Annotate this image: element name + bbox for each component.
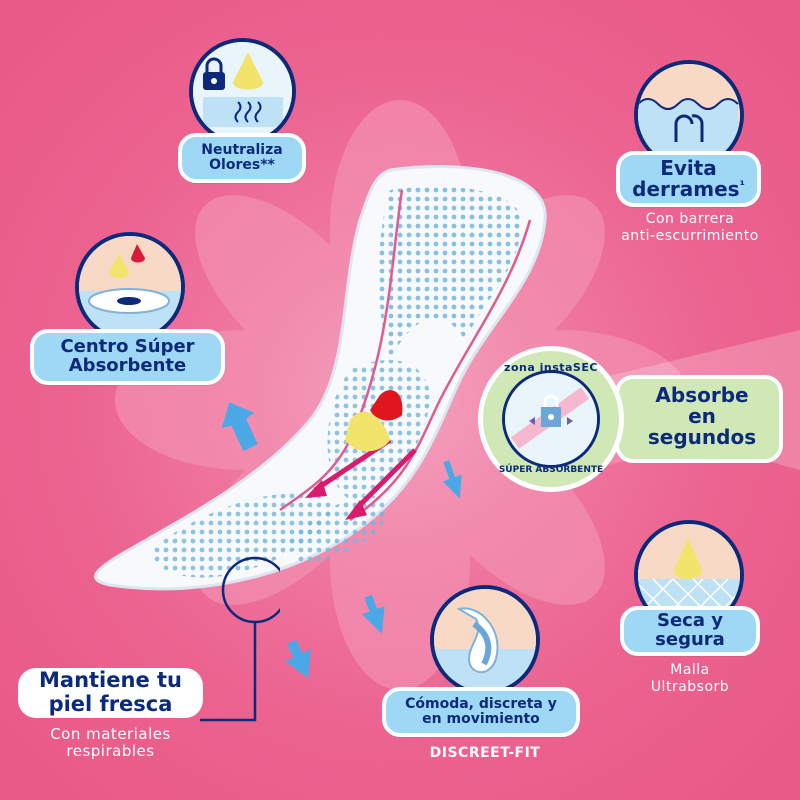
- pad-fold-icon: [434, 589, 536, 691]
- instasec-line2: en: [688, 404, 716, 428]
- instasec-line3: segundos: [647, 425, 757, 449]
- center-label: Centro Súper Absorbente: [30, 329, 225, 385]
- instasec-badge-bottom: SÚPER ABSORBENTE: [498, 465, 604, 475]
- fresh-callout-line: [200, 556, 280, 722]
- fresh-sub1: Con materiales: [50, 725, 171, 743]
- dry-line2: segura: [655, 629, 725, 650]
- instasec-badge: zona instaSEC SÚPER ABSORBENTE: [478, 346, 624, 492]
- comfort-label: Cómoda, discreta y en movimiento: [382, 687, 580, 737]
- instasec-badge-top: zona instaSEC: [504, 361, 598, 374]
- drops-pad-icon: [79, 236, 181, 338]
- dry-label: Seca y segura: [620, 606, 760, 656]
- instasec-line1: Absorbe: [655, 383, 749, 407]
- instasec-inner: [502, 370, 600, 468]
- comfort-line1: Cómoda, discreta y: [405, 696, 557, 713]
- pad-product-illustration: [94, 165, 547, 591]
- dry-sub1: Malla: [670, 662, 710, 678]
- spill-caption: Con barrera anti-escurrimiento: [600, 211, 780, 245]
- fresh-caption: Con materiales respirables: [18, 726, 203, 760]
- lock-drop-icon: [193, 42, 292, 141]
- center-icon-circle: [75, 232, 185, 342]
- spill-sub2: anti-escurrimiento: [621, 228, 759, 244]
- spill-label: Evita derrames¹: [616, 151, 761, 207]
- spill-line1: Evita: [660, 156, 717, 180]
- center-line2: Absorbente: [68, 355, 187, 376]
- dry-caption: Malla Ultrabsorb: [610, 662, 770, 696]
- spill-line2: derrames: [632, 177, 740, 201]
- fresh-line1: Mantiene tu: [39, 668, 182, 692]
- instasec-label: Absorbe en segundos: [632, 385, 772, 448]
- comfort-line2: en movimiento: [422, 711, 540, 727]
- wave-barrier-icon: [638, 64, 740, 166]
- center-line1: Centro Súper: [60, 336, 195, 358]
- fresh-label: Mantiene tu piel fresca: [18, 668, 203, 716]
- spill-sub1: Con barrera: [645, 211, 735, 227]
- odor-label: Neutraliza Olores**: [178, 133, 306, 183]
- comfort-icon-circle: [430, 585, 540, 695]
- flow-arrows: [221, 402, 462, 679]
- shield-lock-icon: [505, 373, 597, 465]
- fresh-sub2: respirables: [66, 742, 155, 760]
- dry-sub2: Ultrabsorb: [650, 679, 730, 695]
- odor-line2: Olores**: [209, 157, 275, 173]
- odor-icon-circle: [189, 38, 296, 145]
- comfort-sub: DISCREET-FIT: [429, 745, 541, 761]
- fresh-line2: piel fresca: [48, 692, 173, 716]
- dry-line1: Seca y: [657, 610, 723, 632]
- odor-line1: Neutraliza: [201, 142, 283, 159]
- spill-sup: ¹: [739, 178, 745, 192]
- fresh-label-box: [18, 668, 203, 718]
